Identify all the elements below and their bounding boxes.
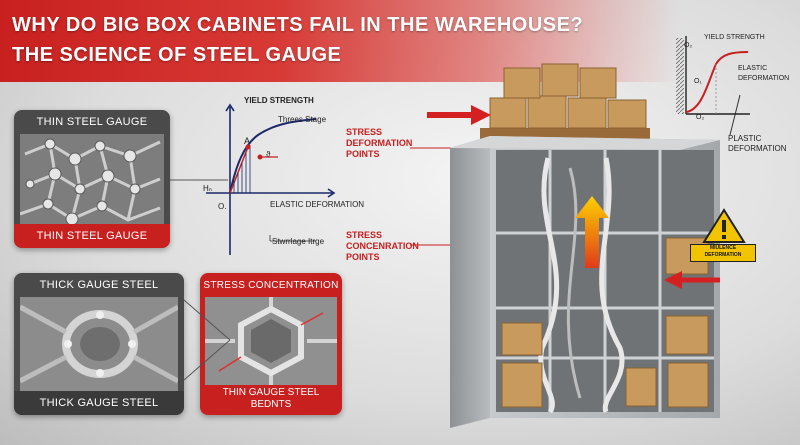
small-elastic-line-2: DEFORMATION bbox=[738, 75, 790, 82]
thin-gauge-caption: THIN STEEL GAUGE bbox=[14, 224, 170, 248]
main-point-a: A bbox=[244, 136, 251, 146]
stress-concentration-title: STRESS CONCENTRATION bbox=[203, 279, 339, 291]
thin-gauge-panel: THIN STEEL GAUGE THIN STEEL bbox=[14, 110, 170, 248]
deformation-callout-line-3: POINTS bbox=[346, 149, 380, 159]
small-plastic-label: PLASTIC DEFORMATION bbox=[728, 134, 787, 154]
stress-concentration-panel: STRESS CONCENTRATION THIN GAUGE STEEL BE… bbox=[200, 273, 342, 415]
title-line-1: WHY DO BIG BOX CABINETS FAIL IN THE WARE… bbox=[12, 14, 584, 36]
red-arrow-right bbox=[664, 271, 720, 289]
warning-triangle-icon bbox=[702, 208, 746, 243]
stress-caption-line-1: THIN GAUGE STEEL bbox=[222, 387, 320, 398]
small-axis-top: O₂ bbox=[684, 42, 693, 49]
small-stress-graph bbox=[676, 36, 750, 115]
warning-sign: MIULENCE DEFORMATION bbox=[690, 244, 756, 262]
small-axis-bottom: O₂ bbox=[696, 114, 705, 121]
red-arrow-top bbox=[427, 105, 491, 125]
small-plastic-line-2: DEFORMATION bbox=[728, 144, 787, 153]
warning-line-1: MIULENCE bbox=[709, 245, 737, 251]
stress-micrograph bbox=[205, 297, 337, 385]
stress-concentration-caption: THIN GAUGE STEEL BEDNTS bbox=[200, 387, 342, 411]
deformation-callout-line-2: DEFORMATION bbox=[346, 138, 413, 148]
main-h-label: Hₙ bbox=[203, 184, 212, 193]
small-elastic-line-1: ELASTIC bbox=[738, 65, 768, 72]
x-axis-arrow bbox=[327, 188, 336, 198]
title-line-2: THE SCIENCE OF STEEL GAUGE bbox=[12, 44, 342, 66]
thick-gauge-panel: THICK GAUGE STEEL THICK GAUGE STEEL bbox=[14, 273, 184, 415]
stress-caption-line-2: BEDNTS bbox=[250, 399, 292, 410]
thin-mesh-graphic bbox=[20, 134, 164, 224]
main-point-b: ϑ bbox=[266, 150, 271, 159]
main-elastic-label: ELASTIC DEFORMATION bbox=[270, 200, 365, 209]
concentration-callout-line-2: CONCENRATION bbox=[346, 241, 419, 251]
main-upper-stage-label: Threes Stage bbox=[278, 115, 327, 124]
thick-lattice-graphic bbox=[20, 297, 178, 391]
connector-plastic bbox=[729, 94, 741, 136]
small-axis-mid: O₁ bbox=[694, 78, 702, 85]
small-plastic-line-1: PLASTIC bbox=[728, 134, 762, 143]
thick-gauge-title: THICK GAUGE STEEL bbox=[39, 279, 159, 291]
thin-gauge-title: THIN STEEL GAUGE bbox=[36, 116, 148, 128]
stress-curve bbox=[229, 118, 317, 194]
box-stack bbox=[489, 63, 647, 129]
y-axis-arrow bbox=[225, 103, 235, 112]
warning-line-2: DEFORMATION bbox=[704, 252, 742, 258]
deformation-points-callout: STRESS DEFORMATION POINTS bbox=[346, 127, 412, 160]
elastic-line bbox=[229, 146, 249, 194]
concentration-callout-line-1: STRESS bbox=[346, 230, 383, 240]
concentration-points-callout: STRESS CONCENRATION POINTS bbox=[346, 230, 419, 263]
title-band: WHY DO BIG BOX CABINETS FAIL IN THE WARE… bbox=[0, 0, 800, 82]
main-yield-label: YIELD STRENGTH bbox=[244, 96, 314, 105]
main-lower-stage-label: Stwrrlage Itrge bbox=[272, 237, 325, 246]
small-yield-label: YIELD STRENGTH bbox=[704, 34, 765, 41]
thick-gauge-micrograph bbox=[20, 297, 178, 391]
thin-gauge-micrograph bbox=[20, 134, 164, 224]
main-origin-label: O. bbox=[218, 202, 227, 211]
small-elastic-label: ELASTIC DEFORMATION bbox=[738, 64, 789, 84]
thick-gauge-caption: THICK GAUGE STEEL bbox=[14, 391, 184, 415]
main-stress-strain-graph bbox=[206, 103, 336, 255]
stress-node-graphic bbox=[205, 297, 337, 385]
upward-force-arrow bbox=[575, 196, 609, 268]
connector-thick-stress bbox=[183, 299, 231, 341]
connector-thick-stress-2 bbox=[183, 339, 231, 381]
concentration-callout-line-3: POINTS bbox=[346, 252, 380, 262]
deformation-callout-line-1: STRESS bbox=[346, 127, 383, 137]
